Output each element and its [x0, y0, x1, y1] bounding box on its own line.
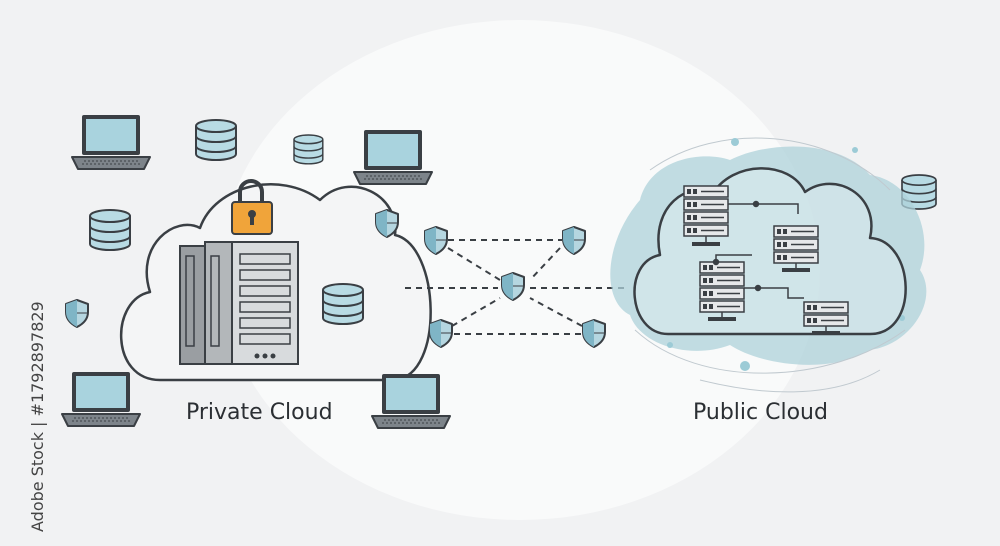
database-icon: [293, 134, 324, 165]
laptop-icon: [61, 371, 141, 427]
public-cloud-label: Public Cloud: [693, 400, 828, 425]
padlock-icon: [231, 179, 273, 235]
database-icon: [195, 119, 237, 161]
server-links: [712, 200, 804, 299]
server-unit-icon: [683, 185, 729, 246]
public-cloud-swirls: [634, 137, 906, 393]
server-unit-icon: [773, 225, 819, 272]
private-cloud-label: Private Cloud: [186, 400, 333, 425]
shield-icon: [65, 299, 89, 328]
database-icon: [322, 283, 364, 325]
stock-watermark: Adobe Stock | #1792897829: [28, 301, 47, 532]
laptop-icon: [371, 373, 451, 429]
public-cloud-dots: [667, 138, 905, 371]
server-unit-icon: [803, 301, 849, 335]
server-rack-icon: [179, 241, 299, 365]
server-unit-icon: [699, 261, 745, 321]
laptop-icon: [71, 114, 151, 170]
laptop-icon: [353, 129, 433, 185]
database-icon: [89, 209, 131, 251]
